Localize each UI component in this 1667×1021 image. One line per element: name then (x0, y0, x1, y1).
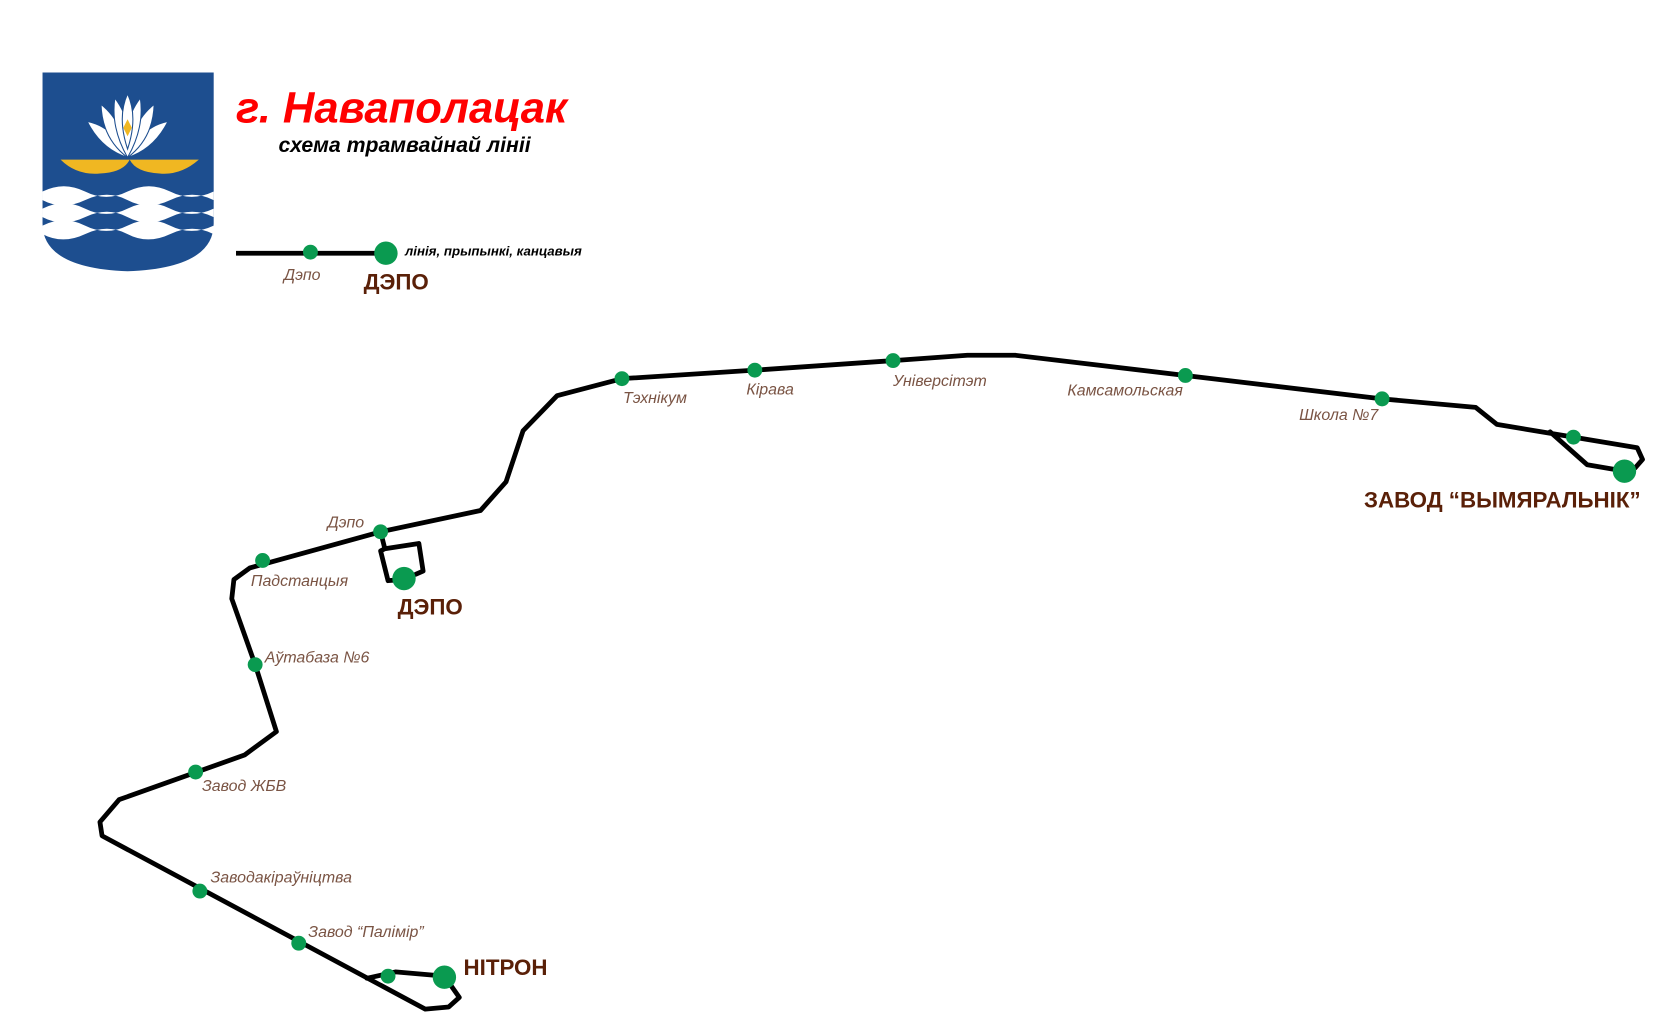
terminal-label: ЗАВОД “ВЫМЯРАЛЬНІК” (1364, 487, 1641, 512)
stop-dot-vymyralnik-loop[interactable] (1566, 429, 1581, 445)
stop-label: Заводакіраўніцтва (211, 870, 353, 887)
stop-dot-kamsamolskaya[interactable] (1177, 368, 1193, 383)
stop-dot-kirava[interactable] (747, 362, 763, 378)
stop-label: Школа №7 (1299, 407, 1379, 424)
stop-label: Аўтабаза №6 (264, 650, 370, 667)
stop-label: Камсамольская (1067, 383, 1183, 400)
stop-dot-universitet[interactable] (885, 353, 901, 369)
legend-description: лінія, прыпынкі, канцавыя (404, 243, 582, 258)
terminal-dot-nitron[interactable] (432, 965, 457, 989)
stop-label: Падстанцыя (251, 573, 349, 590)
stop-dot-palimir[interactable] (291, 935, 307, 951)
legend: лінія, прыпынкі, канцавыя Дэпо ДЭПО (236, 241, 582, 294)
stop-dot-tekhnikum[interactable] (614, 371, 630, 387)
stop-dot-autabaza[interactable] (247, 657, 263, 673)
stop-dot-depo[interactable] (373, 524, 389, 540)
stop-dot-zavod-zhbv[interactable] (188, 764, 204, 780)
legend-stop-dot (302, 244, 318, 260)
terminal-dot-vymyralnik[interactable] (1612, 459, 1637, 483)
stop-label: Тэхнікум (623, 390, 687, 407)
tram-track (97, 352, 1645, 1012)
map-subtitle: схема трамвайнай лініі (279, 133, 532, 157)
stop-label: Дэпо (325, 515, 364, 532)
map-title: г. Наваполацак (236, 84, 569, 132)
legend-terminal-label: ДЭПО (364, 269, 429, 294)
terminal-dot-depo[interactable] (392, 566, 416, 591)
terminal-label: НІТРОН (464, 955, 548, 980)
stop-label: Кірава (746, 382, 794, 399)
stop-dot-nitron-loop[interactable] (380, 968, 396, 984)
legend-stop-label: Дэпо (282, 267, 321, 284)
coat-of-arms (42, 72, 214, 272)
stop-dot-shkola7[interactable] (1374, 391, 1390, 407)
stop-dot-zavodakiraunitstva[interactable] (192, 883, 208, 899)
terminal-label: ДЭПО (398, 595, 463, 620)
legend-terminal-dot (374, 241, 398, 265)
stop-label: Завод “Палімір” (308, 924, 424, 941)
stop-label: Завод ЖБВ (202, 778, 287, 795)
stop-dot-padstantsyia[interactable] (255, 553, 271, 568)
stop-label: Універсітэт (892, 373, 987, 390)
